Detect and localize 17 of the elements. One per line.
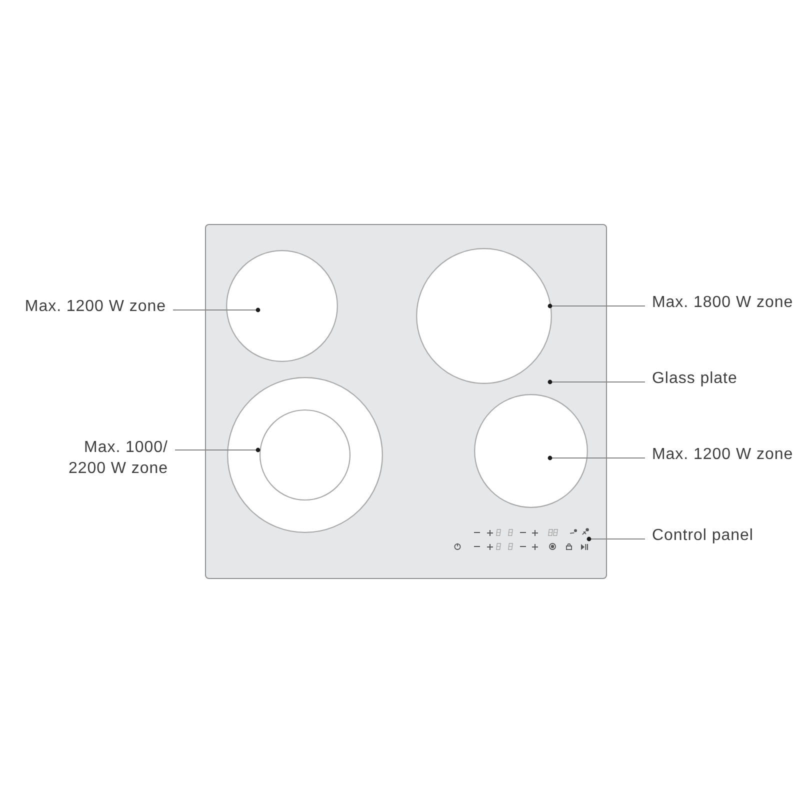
leader-line xyxy=(586,536,646,542)
callout-label: Control panel xyxy=(652,525,754,547)
callout-label: Max. 1200 W zone xyxy=(24,296,166,318)
cooking-zone xyxy=(226,250,338,362)
cooking-zone xyxy=(227,377,383,533)
cooking-zone xyxy=(474,394,588,508)
callout-label: Max. 1800 W zone xyxy=(652,292,794,314)
leader-line xyxy=(172,308,260,312)
callout-label: Glass plate xyxy=(652,368,738,390)
cooktop-panel xyxy=(205,224,607,579)
cooking-zone xyxy=(416,248,552,384)
leader-line xyxy=(548,304,646,308)
leader-line xyxy=(174,448,260,452)
leader-line xyxy=(548,380,646,384)
callout-label: Max. 1000/ 2200 W zone xyxy=(62,437,168,479)
leader-line xyxy=(548,456,646,460)
callout-label: Max. 1200 W zone xyxy=(652,444,794,466)
